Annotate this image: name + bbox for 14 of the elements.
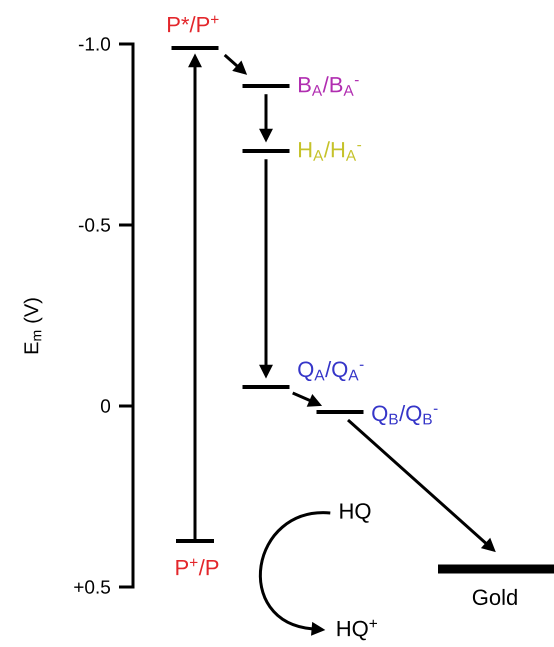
level-label: Q$_{A}$/Q$_{A}$-	[298, 360, 364, 382]
species-label: HQ$^{+}$	[338, 620, 377, 640]
tick-label: -1.0	[78, 37, 110, 51]
tick-label: -0.5	[78, 218, 110, 232]
species-label: HQ	[340, 503, 370, 523]
level-label: P$^{+}$/P	[176, 558, 218, 576]
axis-title: E$_{m}$ (V)	[24, 298, 42, 354]
tick-label: +0.5	[74, 580, 110, 594]
level-label: P*/P$^{+}$	[168, 16, 218, 32]
level-label: B$_{A}$/B$_{A}$-	[299, 76, 359, 96]
level-label: Q$_{B}$/Q$_{B}$-	[372, 404, 438, 426]
tick-label: 0	[100, 399, 110, 413]
level-label: H$_{A}$/H$_{A}$-	[299, 141, 362, 161]
level-label: Gold	[472, 588, 517, 606]
